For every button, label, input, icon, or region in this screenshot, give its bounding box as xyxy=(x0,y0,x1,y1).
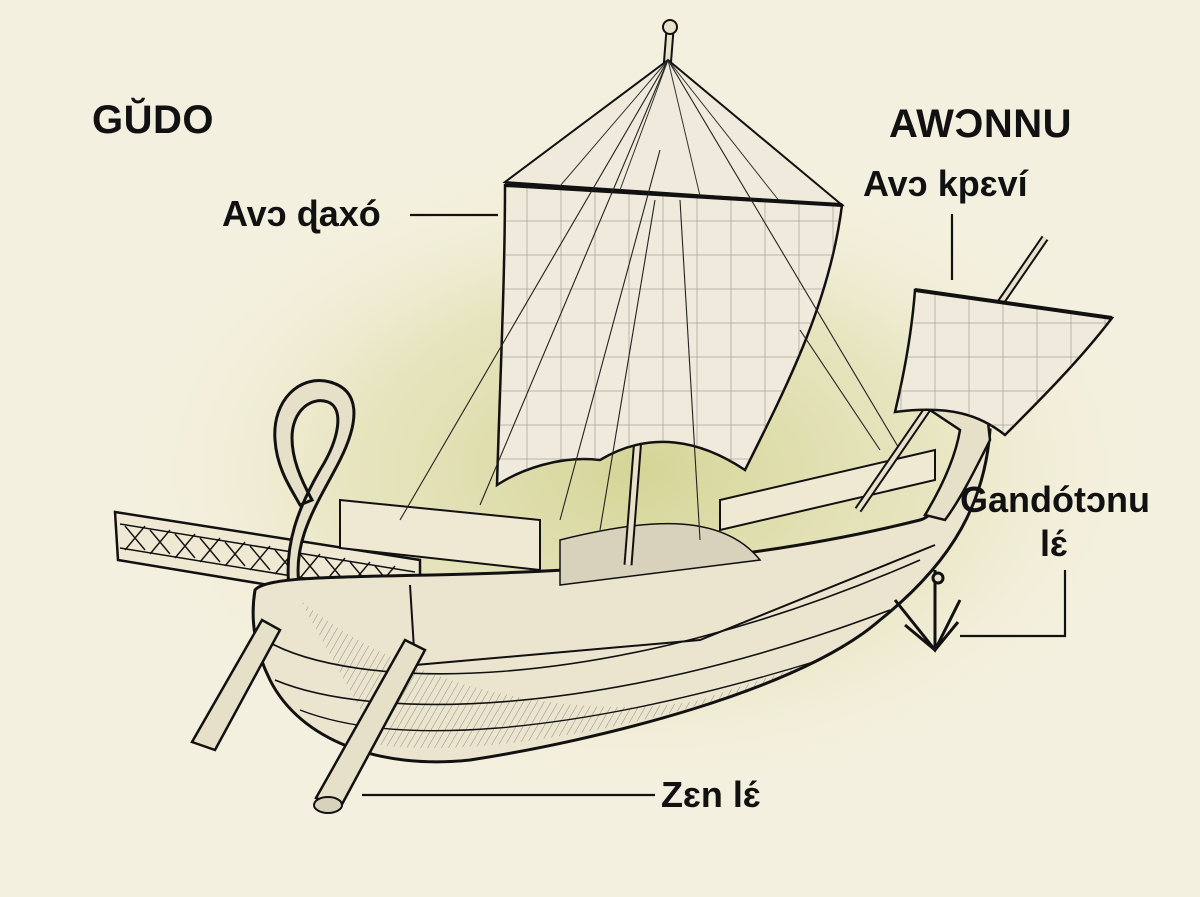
stern-heading: GŬDO xyxy=(92,100,214,140)
bow-heading: AWƆNNU xyxy=(889,104,1072,144)
mainsail-label: Avɔ ɖaxó xyxy=(222,196,381,232)
foresail-label: Avɔ kpɛví xyxy=(863,166,1028,202)
anchor-label: Gandótɔnu lɛ́ xyxy=(960,478,1150,566)
mast-top xyxy=(663,20,677,34)
anchor-label-line2: lɛ́ xyxy=(960,522,1150,566)
anchor-label-line1: Gandótɔnu xyxy=(960,478,1150,522)
rudder-label: Zɛn lɛ́ xyxy=(661,777,761,813)
